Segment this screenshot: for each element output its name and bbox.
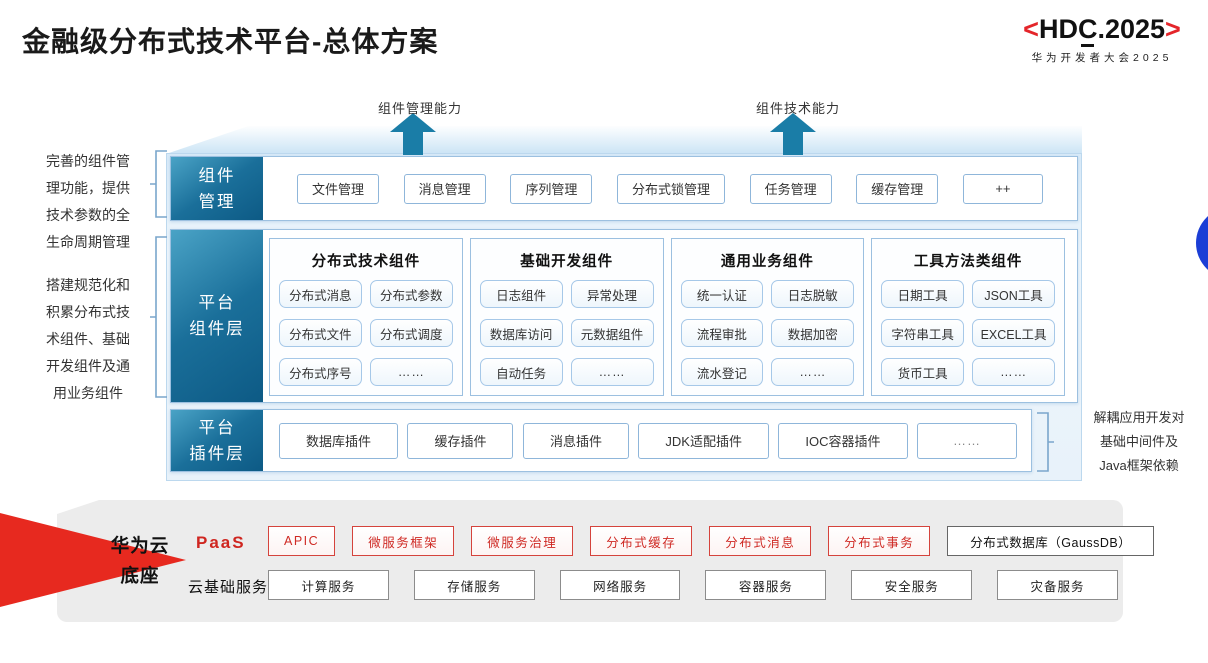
up-arrow-icon — [770, 113, 816, 155]
plugin-box: JDK适配插件 — [638, 422, 769, 459]
column-title: 通用业务组件 — [720, 254, 814, 270]
cloud-service-box: 计算服务 — [268, 570, 389, 600]
hdc-logo-subtitle: 华为开发者大会2025 — [1031, 52, 1173, 64]
component-box: 字符串工具 — [881, 319, 965, 347]
paas-service-box: 分布式事务 — [828, 526, 931, 556]
component-box-more: …… — [369, 358, 453, 386]
layer-component-management: 组件 管理 文件管理 消息管理 序列管理 分布式锁管理 任务管理 缓存管理 ++ — [170, 156, 1078, 221]
plugin-box: 消息插件 — [522, 422, 629, 459]
cloud-basic-services: 计算服务 存储服务 网络服务 容器服务 安全服务 灾备服务 — [268, 570, 1118, 600]
layer-platform-plugins: 平台 插件层 数据库插件 缓存插件 消息插件 JDK适配插件 IOC容器插件 …… — [170, 409, 1032, 472]
hdc-logo: <HDC.2025> 华为开发者大会2025 — [998, 14, 1206, 65]
arrow-stem — [403, 132, 423, 155]
column-title: 工具方法类组件 — [913, 254, 1023, 270]
management-capability-label: 组件管理能力 — [378, 101, 463, 116]
column-tool-methods: 工具方法类组件 日期工具 JSON工具 字符串工具 EXCEL工具 货币工具 …… — [871, 238, 1065, 396]
huawei-cloud-foundation — [57, 500, 1123, 622]
plugin-items: 数据库插件 缓存插件 消息插件 JDK适配插件 IOC容器插件 …… — [271, 410, 1025, 471]
component-box: 流水登记 — [680, 358, 764, 386]
component-box: 任务管理 — [749, 173, 832, 204]
hdc-logo-text: <HDC.2025> — [1023, 14, 1181, 47]
component-box: 消息管理 — [403, 173, 486, 204]
arrow-head — [770, 113, 816, 132]
blue-circle-decoration — [1196, 207, 1208, 279]
note-component-accumulation: 搭建规范化和 积累分布式技 术组件、基础 开发组件及通 用业务组件 — [46, 277, 130, 401]
logo-right-bracket-icon: > — [1165, 14, 1181, 44]
column-basic-dev: 基础开发组件 日志组件 异常处理 数据库访问 元数据组件 自动任务 …… — [469, 238, 664, 396]
component-box: 数据库访问 — [479, 319, 563, 347]
page-title: 金融级分布式技术平台-总体方案 — [22, 26, 439, 57]
plugin-box-more: …… — [917, 422, 1017, 459]
right-bracket-row3 — [1037, 412, 1054, 472]
cloud-service-box: 存储服务 — [413, 570, 535, 600]
column-common-business: 通用业务组件 统一认证 日志脱敏 流程审批 数据加密 流水登记 …… — [670, 238, 865, 396]
layer-platform-components: 平台 组件层 分布式技术组件 分布式消息 分布式参数 分布式文件 分布式调度 分… — [170, 229, 1078, 403]
component-box: 分布式调度 — [369, 319, 453, 347]
component-box: JSON工具 — [972, 280, 1055, 308]
component-box: 货币工具 — [881, 358, 965, 386]
technical-capability-label: 组件技术能力 — [756, 101, 841, 116]
plugin-box: 数据库插件 — [279, 422, 399, 459]
cloud-service-box: 网络服务 — [559, 570, 681, 600]
paas-service-box: 分布式缓存 — [590, 526, 693, 556]
component-box: 日志组件 — [479, 280, 563, 308]
layer-label-platform-components: 平台 组件层 — [171, 230, 263, 402]
component-box: 数据加密 — [771, 319, 855, 347]
cloud-service-box: 灾备服务 — [997, 570, 1118, 600]
component-box: 分布式消息 — [279, 280, 362, 308]
layer-label-platform-plugins: 平台 插件层 — [171, 410, 263, 471]
component-box: 分布式参数 — [369, 280, 453, 308]
cloud-service-box: 安全服务 — [851, 570, 973, 600]
column-distributed-tech: 分布式技术组件 分布式消息 分布式参数 分布式文件 分布式调度 分布式序号 …… — [269, 238, 463, 396]
paas-label: PaaS — [196, 533, 246, 552]
component-box-more: …… — [972, 358, 1055, 386]
paas-service-box: 微服务框架 — [352, 526, 455, 556]
component-columns: 分布式技术组件 分布式消息 分布式参数 分布式文件 分布式调度 分布式序号 ……… — [269, 238, 1065, 396]
perspective-band — [166, 126, 1082, 154]
component-box: 日志脱敏 — [771, 280, 855, 308]
paas-services: APIC 微服务框架 微服务治理 分布式缓存 分布式消息 分布式事务 分布式数据… — [268, 526, 1155, 556]
component-box: 分布式文件 — [279, 319, 362, 347]
component-box: 元数据组件 — [570, 319, 654, 347]
gaussdb-box: 分布式数据库（GaussDB） — [947, 526, 1155, 556]
cloud-services-label: 云基础服务 — [188, 578, 269, 596]
plugin-box: IOC容器插件 — [778, 422, 908, 459]
up-arrow-icon — [390, 113, 436, 155]
component-box: 流程审批 — [680, 319, 764, 347]
paas-service-box: 微服务治理 — [471, 526, 574, 556]
foundation-label: 华为云 底座 — [110, 535, 170, 586]
paas-service-box: 分布式消息 — [709, 526, 812, 556]
component-box: 序列管理 — [510, 173, 593, 204]
left-bracket-row1 — [150, 150, 167, 218]
component-box: 自动任务 — [479, 358, 563, 386]
component-box: 文件管理 — [297, 173, 380, 204]
management-items: 文件管理 消息管理 序列管理 分布式锁管理 任务管理 缓存管理 ++ — [271, 157, 1069, 220]
layer-label-component-management: 组件 管理 — [171, 157, 263, 220]
component-box: 异常处理 — [570, 280, 654, 308]
component-box: 缓存管理 — [856, 173, 939, 204]
component-box: 日期工具 — [881, 280, 965, 308]
note-component-management: 完善的组件管 理功能，提供 技术参数的全 生命周期管理 — [46, 153, 130, 250]
paas-service-box: APIC — [268, 526, 336, 556]
component-box: 分布式锁管理 — [616, 173, 725, 204]
logo-left-bracket-icon: < — [1023, 14, 1039, 44]
arrow-stem — [783, 132, 803, 155]
component-box-more: ++ — [962, 173, 1043, 204]
plugin-box: 缓存插件 — [407, 422, 514, 459]
component-box: 统一认证 — [680, 280, 764, 308]
arrow-head — [390, 113, 436, 132]
left-bracket-row2 — [150, 236, 167, 398]
column-title: 基础开发组件 — [520, 254, 614, 270]
cloud-service-box: 容器服务 — [705, 570, 827, 600]
component-box-more: …… — [771, 358, 855, 386]
note-decoupling: 解耦应用开发对 基础中间件及 Java框架依赖 — [1093, 410, 1185, 473]
component-box: EXCEL工具 — [972, 319, 1055, 347]
component-box: 分布式序号 — [279, 358, 362, 386]
column-title: 分布式技术组件 — [311, 254, 421, 270]
component-box-more: …… — [570, 358, 654, 386]
